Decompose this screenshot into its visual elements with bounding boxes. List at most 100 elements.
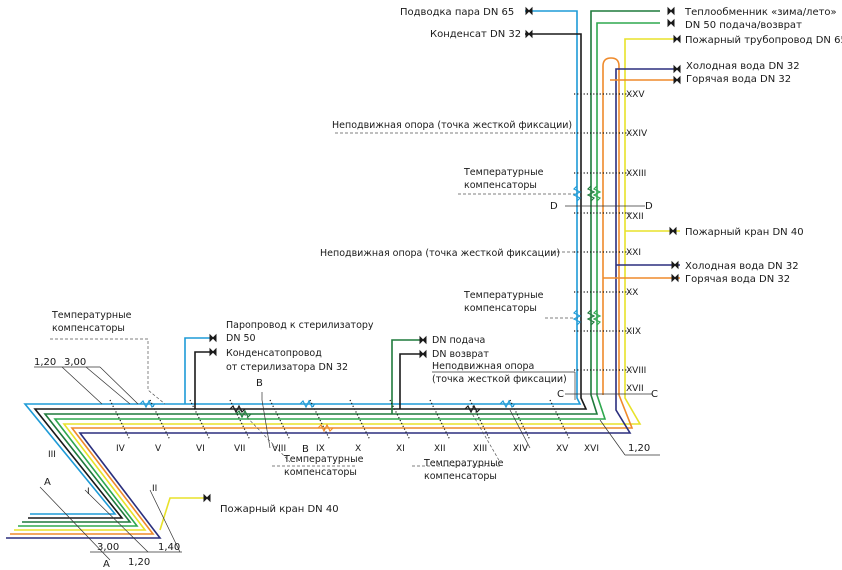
dn-return-label: DN возврат xyxy=(432,349,489,360)
steam-to-sterilizer-line2: DN 50 xyxy=(226,333,256,344)
support-number: VII xyxy=(234,444,245,454)
valve-icon xyxy=(203,493,211,503)
section-marks: D D C C B B A A xyxy=(44,201,658,570)
dim-300-left: 3,00 xyxy=(64,357,86,368)
cold-water-mid-label: Холодная вода DN 32 xyxy=(685,261,799,272)
fire-hydrant-bottom-branch xyxy=(159,497,206,531)
section-d-right: D xyxy=(645,201,653,212)
fire-hydrant-bottom-label: Пожарный кран DN 40 xyxy=(220,504,339,515)
temp-comp-bot1-line1: Температурные xyxy=(283,454,364,465)
supply-return-pipe xyxy=(18,22,660,527)
valve-icon xyxy=(667,6,675,16)
support-number: XXII xyxy=(626,212,644,222)
pipe-network xyxy=(6,10,680,539)
sterilizer-condensate-branch xyxy=(194,351,214,409)
support-number: XXIII xyxy=(626,169,646,179)
support-number: III xyxy=(48,450,56,460)
section-d-left: D xyxy=(550,201,558,212)
support-number: XIV xyxy=(513,444,529,454)
temp-comp-mid-line1: Температурные xyxy=(463,290,544,301)
compensators xyxy=(139,185,602,433)
cold-water-pipe xyxy=(6,68,680,539)
fixed-support-mid-label: Неподвижная опора (точка жесткой фиксаци… xyxy=(320,248,560,259)
support-number: VI xyxy=(196,444,205,454)
fire-pipeline-label: Пожарный трубопровод DN 65 xyxy=(685,35,842,46)
hot-water-top-label: Горячая вода DN 32 xyxy=(686,74,791,85)
valve-icon xyxy=(673,64,681,74)
support-number: XVIII xyxy=(626,366,646,376)
dn-supply-branch xyxy=(391,339,420,414)
fire-pipe xyxy=(14,38,680,531)
cold-water-top-label: Холодная вода DN 32 xyxy=(686,61,800,72)
valve-icon xyxy=(673,34,681,44)
fixed-support-low-line2: (точка жесткой фиксации) xyxy=(432,374,567,385)
dn-supply-label: DN подача xyxy=(432,335,485,346)
valve-icon xyxy=(419,335,427,345)
heat-exchanger-label: Теплообменник «зима/лето» xyxy=(684,7,837,18)
valve-icon xyxy=(673,75,681,85)
valve-icon xyxy=(671,273,679,283)
valve-icon xyxy=(669,226,677,236)
fixed-support-top-label: Неподвижная опора (точка жесткой фиксаци… xyxy=(332,120,572,131)
support-number: XXIV xyxy=(626,129,648,139)
roman-vertical: XXV XXIV XXIII XXII XXI XX XIX XVIII XVI… xyxy=(626,90,648,394)
valves xyxy=(203,6,681,503)
support-number: XV xyxy=(556,444,569,454)
temp-comp-mid-line2: компенсаторы xyxy=(464,303,537,314)
steam-to-sterilizer-line1: Паропровод к стерилизатору xyxy=(226,320,374,331)
section-a-top: A xyxy=(44,477,51,488)
dim-300-bottom: 3,00 xyxy=(97,542,119,553)
dn50-supply-return-label: DN 50 подача/возврат xyxy=(685,20,802,31)
condensate-pipe xyxy=(28,33,588,519)
dn-return-branch xyxy=(399,353,420,409)
temp-comp-top-line1: Температурные xyxy=(463,167,544,178)
valve-icon xyxy=(419,349,427,359)
fire-hydrant-right-label: Пожарный кран DN 40 xyxy=(685,227,804,238)
steam-supply-label: Подводка пара DN 65 xyxy=(400,7,514,18)
support-number: XIX xyxy=(626,327,641,337)
roman-horizontal: IV V VI VII VIII IX X XI XII XIII XIV XV… xyxy=(116,444,599,454)
dimension-labels: 1,20 3,00 1,20 3,00 1,40 1,20 xyxy=(34,357,650,568)
support-number: VIII xyxy=(272,444,286,454)
section-b-bottom: B xyxy=(302,444,309,455)
cond-from-sterilizer-line2: от стерилизатора DN 32 xyxy=(226,362,348,373)
support-number: X xyxy=(355,444,361,454)
support-number: IX xyxy=(316,444,325,454)
section-a-bottom: A xyxy=(103,559,110,570)
steam-pipe xyxy=(23,10,582,515)
support-number: XX xyxy=(626,288,638,298)
dim-120-left: 1,20 xyxy=(34,357,56,368)
support-number: XIII xyxy=(473,444,487,454)
temp-comp-top-line2: компенсаторы xyxy=(464,180,537,191)
valve-icon xyxy=(525,6,533,16)
support-number: I xyxy=(87,487,90,497)
valve-icon xyxy=(671,260,679,270)
leader-lines xyxy=(34,132,660,561)
valve-icon xyxy=(525,29,533,39)
dim-120-right: 1,20 xyxy=(628,443,650,454)
heat-exchanger-pipe xyxy=(22,10,660,523)
valve-icon xyxy=(209,347,217,357)
temp-comp-bot1-line2: компенсаторы xyxy=(284,467,357,478)
valve-icon xyxy=(667,18,675,28)
sterilizer-steam-branch xyxy=(184,337,214,404)
section-c-right: C xyxy=(651,389,658,400)
temp-comp-bot2-line2: компенсаторы xyxy=(424,471,497,482)
support-number: XVII xyxy=(626,384,644,394)
labels: Подводка пара DN 65 Конденсат DN 32 Тепл… xyxy=(51,7,842,515)
support-number: XXV xyxy=(626,90,645,100)
dim-120-bottom: 1,20 xyxy=(128,557,150,568)
section-b-top: B xyxy=(256,378,263,389)
support-number: V xyxy=(155,444,162,454)
support-number: IV xyxy=(116,444,126,454)
fixed-support-low-line1: Неподвижная опора xyxy=(432,361,534,372)
hot-water-loop xyxy=(10,57,634,535)
temp-comp-left-line2: компенсаторы xyxy=(52,323,125,334)
dim-140-bottom: 1,40 xyxy=(158,542,180,553)
support-marks xyxy=(109,93,632,441)
support-number: II xyxy=(152,484,157,494)
cond-from-sterilizer-line1: Конденсатопровод xyxy=(226,348,322,359)
support-number: XXI xyxy=(626,248,641,258)
